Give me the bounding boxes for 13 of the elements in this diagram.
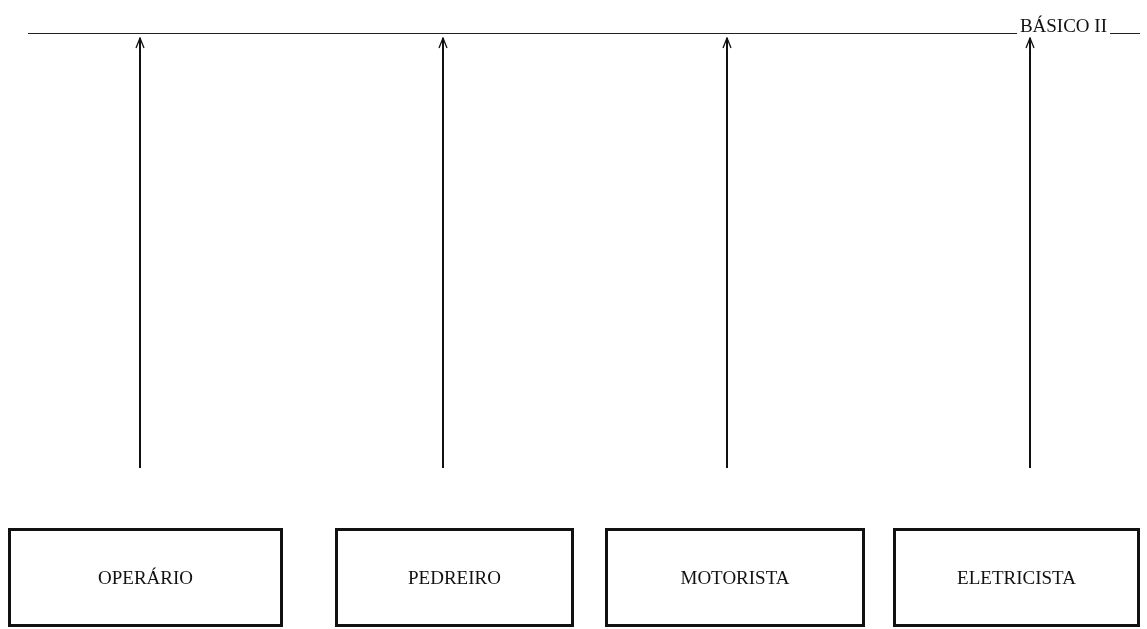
arrow	[1025, 37, 1035, 469]
process-box	[893, 528, 1140, 627]
process-box	[8, 528, 283, 627]
arrow	[722, 37, 732, 469]
arrow	[438, 37, 448, 469]
node-label: PEDREIRO	[408, 566, 501, 589]
node-label: MOTORISTA	[680, 566, 790, 589]
arrow	[135, 37, 145, 469]
process-box	[605, 528, 865, 627]
node-label: OPERÁRIO	[98, 566, 193, 589]
node-label: BÁSICO II	[1016, 16, 1110, 35]
process-box	[335, 528, 574, 627]
node-label: ELETRICISTA	[957, 566, 1076, 589]
